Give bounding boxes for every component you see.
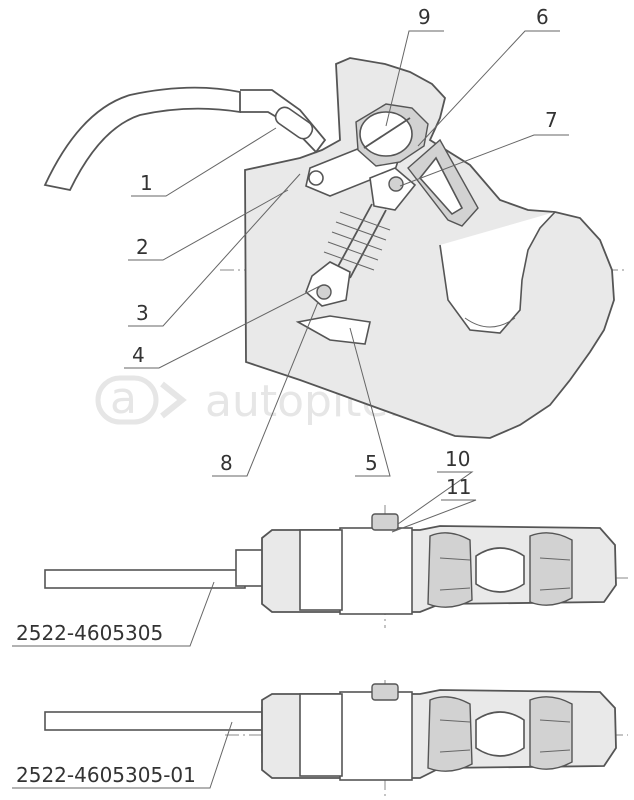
bolt-head-1	[371, 513, 399, 531]
callout-11: 11	[446, 475, 471, 499]
hook-body	[244, 57, 615, 439]
callout-8: 8	[220, 451, 233, 475]
svg-text:a: a	[110, 373, 137, 424]
hook-mouth	[439, 211, 556, 334]
shank-2	[44, 711, 286, 731]
bolt-head-2	[371, 683, 399, 701]
part-number-bottom: 2522-4605305-01	[16, 763, 196, 787]
callout-6: 6	[536, 5, 549, 29]
hook-side-view: 1 2 3 4 8 5 7 6 9	[43, 5, 628, 477]
callout-5: 5	[365, 451, 378, 475]
callout-2: 2	[136, 235, 149, 259]
part-number-top: 2522-4605305	[16, 621, 163, 645]
callout-3: 3	[136, 301, 149, 325]
callout-10: 10	[445, 447, 470, 471]
handle-lever	[43, 86, 241, 192]
leader-lines	[124, 30, 569, 477]
callout-9: 9	[418, 5, 431, 29]
callout-7: 7	[545, 108, 558, 132]
shank-1	[44, 569, 246, 589]
spring-rod	[305, 167, 417, 307]
callout-1: 1	[140, 171, 153, 195]
callout-4: 4	[132, 343, 145, 367]
hook-top-view-2: 2522-4605305-01	[12, 680, 628, 800]
hook-top-view-1: 10 11 2522-4605305	[12, 447, 628, 647]
